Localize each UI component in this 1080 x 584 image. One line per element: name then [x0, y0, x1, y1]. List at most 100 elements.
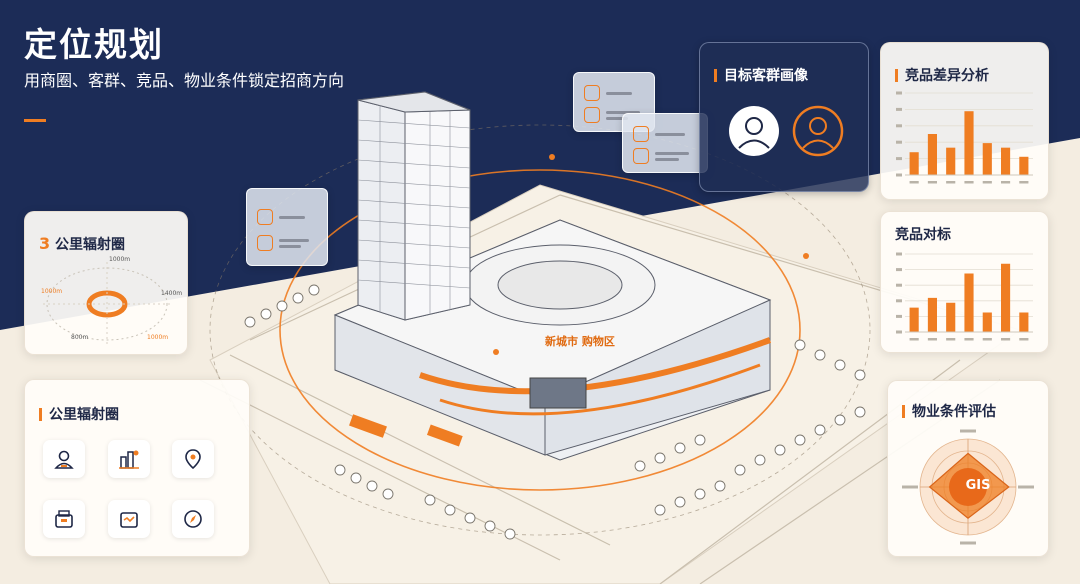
- x-tick-mark: [982, 338, 992, 341]
- info-tag: [246, 188, 328, 266]
- radius-card: 3 公里辐射圈 1000m 1000m 1400m 800m 1000m: [24, 211, 188, 355]
- bar: [1001, 147, 1011, 175]
- bar: [964, 111, 974, 175]
- bar: [927, 297, 937, 332]
- mall-sign: 新城市 购物区: [545, 335, 615, 348]
- bus: [349, 414, 387, 438]
- bar: [964, 273, 974, 332]
- info-tag: [622, 113, 708, 173]
- location-pin-icon[interactable]: [172, 440, 214, 478]
- diff-bar-chart: [896, 91, 1033, 184]
- x-tick-mark: [964, 181, 974, 184]
- bar: [1019, 156, 1029, 175]
- x-tick-mark: [946, 338, 956, 341]
- diff-card-title: 竞品差异分析: [895, 65, 989, 85]
- x-tick-mark: [1001, 338, 1011, 341]
- x-tick-mark: [946, 181, 956, 184]
- y-tick-mark: [896, 107, 902, 111]
- property-radar-chart: [902, 429, 1034, 545]
- title-accent-dash: [24, 119, 46, 122]
- diff-card: 竞品差异分析: [880, 42, 1049, 200]
- y-tick-mark: [896, 91, 902, 95]
- x-tick-mark: [964, 338, 974, 341]
- page-subtitle: 用商圈、客群、竞品、物业条件锁定招商方向: [24, 71, 345, 90]
- radar-axis-label-mark: [1018, 485, 1034, 489]
- radar-center: [949, 468, 987, 506]
- bench-card: 竞品对标: [880, 211, 1049, 353]
- bench-card-title-text: 竞品对标: [895, 227, 951, 243]
- bus: [426, 424, 463, 447]
- x-tick-mark: [982, 181, 992, 184]
- store-icon[interactable]: [43, 500, 85, 538]
- x-tick-mark: [1001, 181, 1011, 184]
- audience-card-title-text: 目标客群画像: [724, 68, 808, 84]
- bar: [982, 312, 992, 332]
- x-tick-mark: [909, 181, 919, 184]
- property-card-title: 物业条件评估: [902, 401, 996, 421]
- radius-icons-card: 公里辐射圈: [24, 379, 250, 557]
- radar-axis-label-mark: [902, 485, 918, 489]
- bar: [1019, 312, 1029, 332]
- bar: [982, 143, 992, 175]
- x-tick-mark: [927, 338, 937, 341]
- y-tick-mark: [896, 330, 902, 334]
- bar: [1001, 263, 1011, 332]
- city-icon[interactable]: [108, 440, 150, 478]
- x-tick-mark: [909, 338, 919, 341]
- radar-axis-label-mark: [960, 541, 976, 545]
- user-avatar-orange-icon: [792, 105, 844, 157]
- x-tick-mark: [927, 181, 937, 184]
- tree-row: [244, 284, 866, 540]
- bench-card-title: 竞品对标: [895, 224, 951, 244]
- y-tick-mark: [896, 299, 902, 303]
- user-avatar-icon: [729, 106, 779, 156]
- person-icon[interactable]: [43, 440, 85, 478]
- money-icon: [257, 235, 273, 251]
- radius-ring-mid: [209, 124, 871, 536]
- radius-number: 3: [39, 234, 51, 253]
- document-icon: [633, 126, 649, 142]
- bar: [927, 134, 937, 175]
- radius-label: 1000m: [109, 256, 131, 263]
- audience-card-title: 目标客群画像: [714, 65, 808, 85]
- shopping-bag-icon[interactable]: [108, 500, 150, 538]
- x-tick-mark: [1019, 181, 1029, 184]
- compass-icon[interactable]: [172, 500, 214, 538]
- y-tick-mark: [896, 124, 902, 128]
- bar: [946, 302, 956, 332]
- audience-card: 目标客群画像: [699, 42, 869, 192]
- y-tick-mark: [896, 268, 902, 272]
- radius-icons-card-title-text: 公里辐射圈: [49, 407, 119, 423]
- bar: [946, 147, 956, 175]
- bar: [909, 307, 919, 332]
- y-tick-mark: [896, 157, 902, 161]
- page-title: 定位规划: [24, 25, 164, 64]
- y-tick-mark: [896, 252, 902, 256]
- property-card-title-text: 物业条件评估: [912, 404, 996, 420]
- y-tick-mark: [896, 173, 902, 177]
- clock-icon: [257, 209, 273, 225]
- radar-axis-label-mark: [960, 429, 976, 433]
- radius-ring-outer: [279, 169, 801, 491]
- chart-icon: [584, 107, 600, 123]
- x-tick-mark: [1019, 338, 1029, 341]
- property-card: 物业条件评估: [887, 380, 1049, 557]
- radius-label: 800m: [71, 334, 89, 341]
- y-tick-mark: [896, 283, 902, 287]
- badge-icon: [584, 85, 600, 101]
- office-tower: [357, 91, 471, 321]
- money-icon: [633, 148, 649, 164]
- radar-center-label: GIS: [965, 478, 991, 493]
- radius-card-title: 3 公里辐射圈: [39, 234, 125, 254]
- y-tick-mark: [896, 314, 902, 318]
- radius-label: 1000m: [41, 288, 63, 295]
- bench-bar-chart: [896, 252, 1033, 341]
- radius-label: 1000m: [147, 334, 169, 341]
- radius-icons-card-title: 公里辐射圈: [39, 404, 119, 424]
- bar: [909, 152, 919, 175]
- diff-card-title-text: 竞品差异分析: [905, 68, 989, 84]
- radius-label: 1400m: [161, 290, 183, 297]
- radius-title-text: 公里辐射圈: [55, 237, 126, 253]
- radius-diagram: [43, 262, 171, 346]
- y-tick-mark: [896, 140, 902, 144]
